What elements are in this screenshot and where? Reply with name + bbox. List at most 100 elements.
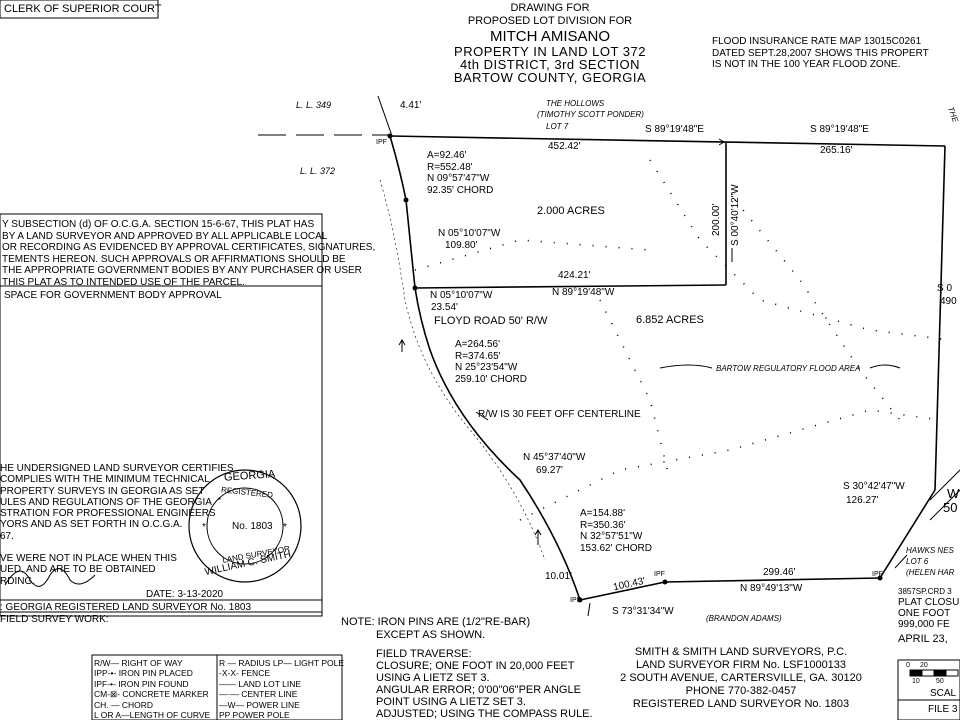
curve-3-radius: R=350.36' bbox=[580, 519, 626, 531]
curve-2-arc: A=264.56' bbox=[455, 339, 501, 350]
firm-line: SMITH & SMITH LAND SURVEYORS, P.C. bbox=[634, 646, 848, 658]
certify-line: HE UNDERSIGNED LAND SURVEYOR CERTIFIES bbox=[0, 463, 234, 474]
bearing-n-05-10-b: N 05°10'07"W bbox=[430, 290, 493, 301]
bearing-s-00-40: S 00°40'12"W bbox=[730, 184, 741, 246]
bearing-n-89-19: N 89°19'48"W bbox=[552, 287, 615, 298]
curve-2-bearing: N 25°23'54"W bbox=[455, 362, 518, 373]
traverse-line: ADJUSTED; USING THE COMPASS RULE. bbox=[376, 708, 593, 720]
legend-row: CM-⊠- CONCRETE MARKER—·— CENTER LINE bbox=[94, 689, 298, 700]
subsection-line: TEMENTS HEREON. SUCH APPROVALS OR AFFIRM… bbox=[2, 253, 346, 265]
hawks-lot-label: LOT 6 bbox=[906, 557, 929, 566]
east-dist: 490 bbox=[940, 296, 957, 307]
firm-line: 2 SOUTH AVENUE, CARTERSVILLE, GA. 30120 bbox=[620, 672, 862, 684]
bearing-top-1: S 89°19'48"E bbox=[645, 124, 704, 135]
dist-200: 200.00' bbox=[711, 203, 722, 237]
seal-number: No. 1803 bbox=[232, 521, 273, 532]
dim-4-41: 4.41' bbox=[400, 100, 422, 111]
east-bearing: S 0 bbox=[937, 283, 953, 294]
bearing-top-2: S 89°19'48"E bbox=[810, 124, 869, 135]
dist-10-01: 10.01' bbox=[545, 571, 572, 582]
svg-text:*: * bbox=[202, 522, 206, 533]
cert-registered: : GEORGIA REGISTERED LAND SURVEYOR No. 1… bbox=[0, 602, 252, 613]
iron-note-line: NOTE: IRON PINS ARE (1/2"RE-BAR) bbox=[341, 616, 531, 628]
subsection-line: THIS PLAT AS TO INTENDED USE OF THE PARC… bbox=[2, 276, 245, 288]
firm-line: LAND SURVEYOR FIRM No. LSF1000133 bbox=[635, 659, 847, 671]
dist-69-27: 69.27' bbox=[536, 465, 563, 476]
certify-line: VE WERE NOT IN PLACE WHEN THIS bbox=[0, 553, 177, 565]
subsection-line: THE APPROPRIATE GOVERNMENT BODIES BY ANY… bbox=[2, 265, 362, 276]
field-traverse-note: FIELD TRAVERSE: CLOSURE; ONE FOOT IN 20,… bbox=[376, 648, 593, 720]
traverse-line: USING A LIETZ SET 3. bbox=[376, 672, 490, 684]
ipf-label-4: IPF bbox=[872, 571, 883, 578]
firm-line: PHONE 770-382-0457 bbox=[685, 685, 797, 697]
flood-note-line: FLOOD INSURANCE RATE MAP 13015C0261 bbox=[712, 36, 922, 47]
certify-line: 67. bbox=[0, 530, 14, 542]
plat-closure-2: ONE FOOT bbox=[898, 608, 951, 619]
flood-note: FLOOD INSURANCE RATE MAP 13015C0261 DATE… bbox=[712, 36, 929, 71]
firm-line: REGISTERED LAND SURVEYOR No. 1803 bbox=[632, 698, 850, 710]
title-owner: MITCH AMISANO bbox=[489, 28, 610, 45]
scale-50: 50 bbox=[936, 678, 944, 685]
certify-line: ULES AND REGULATIONS OF THE GEORGIA bbox=[0, 496, 212, 508]
certify-line: UED, AND ARE TO BE OBTAINED bbox=[0, 564, 156, 576]
dist-265: 265.16' bbox=[820, 145, 853, 156]
ipf-label: IPF bbox=[376, 139, 387, 146]
cert-date: DATE: 3-13-2020 bbox=[146, 589, 224, 600]
traverse-line: FIELD TRAVERSE: bbox=[376, 648, 472, 660]
plat-closure: PLAT CLOSU bbox=[898, 597, 960, 608]
gov-approval-space: SPACE FOR GOVERNMENT BODY APPROVAL bbox=[4, 290, 222, 301]
certification-text: HE UNDERSIGNED LAND SURVEYOR CERTIFIES C… bbox=[0, 463, 234, 587]
title-line-5: 4th DISTRICT, 3rd SECTION bbox=[459, 57, 641, 72]
legend-row: IPP-•- IRON PIN PLACED-X-X- FENCE bbox=[94, 668, 270, 679]
traverse-line: ANGULAR ERROR; 0'00"06"PER ANGLE bbox=[376, 684, 581, 696]
acres-6852: 6.852 ACRES bbox=[636, 314, 704, 326]
edge-label-w: W bbox=[947, 486, 960, 501]
certify-line: STRATION FOR PROFESSIONAL ENGINEERS bbox=[0, 508, 216, 520]
iron-pin-note: NOTE: IRON PINS ARE (1/2"RE-BAR) EXCEPT … bbox=[341, 616, 530, 642]
curve-3-arc: A=154.88' bbox=[580, 508, 626, 519]
hollows-label: THE HOLLOWS bbox=[546, 99, 605, 108]
ipf-label-2: IPF bbox=[654, 571, 665, 578]
bearing-n-05-10-a: N 05°10'07"W bbox=[438, 228, 501, 239]
bearing-s-30-42: S 30°42'47"W bbox=[843, 481, 905, 492]
plat-info: 3857SP.CRD 3 PLAT CLOSU ONE FOOT 999,000… bbox=[898, 586, 959, 645]
certify-line: RDING. bbox=[0, 575, 35, 587]
edge-label-50: 50 bbox=[943, 500, 958, 515]
land-lot-349-label: L. L. 349 bbox=[296, 100, 332, 110]
dist-126-27: 126.27' bbox=[846, 495, 879, 506]
plat-file: 3857SP.CRD 3 bbox=[898, 587, 952, 596]
subsection-line: OR RECORDING AS EVIDENCED BY APPROVAL CE… bbox=[2, 242, 376, 253]
subsection-line: BY A LAND SURVEYOR AND APPROVED BY ALL A… bbox=[2, 230, 328, 242]
curve-1-arc: A=92.46' bbox=[427, 150, 467, 161]
curve-1-bearing: N 09°57'47"W bbox=[427, 173, 490, 184]
scale-label: SCAL bbox=[930, 688, 957, 699]
brandon-adams-label: (BRANDON ADAMS) bbox=[706, 614, 782, 623]
bearing-n-45-37: N 45°37'40"W bbox=[523, 452, 586, 463]
curve-1-radius: R=552.48' bbox=[427, 161, 473, 173]
flood-area-label: BARTOW REGULATORY FLOOD AREA bbox=[716, 364, 861, 373]
curve-1-chord: 92.35' CHORD bbox=[427, 184, 494, 196]
dist-424: 424.21' bbox=[558, 270, 591, 281]
ipf-label-3: IPF bbox=[570, 597, 581, 604]
certify-line: PROPERTY SURVEYS IN GEORGIA AS SET bbox=[0, 485, 205, 497]
dist-452: 452.42' bbox=[548, 141, 581, 152]
title-line-2: PROPOSED LOT DIVISION FOR bbox=[467, 15, 633, 27]
acres-2000: 2.000 ACRES bbox=[537, 205, 605, 217]
curve-2-radius: R=374.65' bbox=[455, 350, 501, 362]
scale-10: 10 bbox=[912, 678, 920, 685]
subsection-line: Y SUBSECTION (d) OF O.C.G.A. SECTION 15-… bbox=[2, 219, 315, 230]
svg-text:*: * bbox=[218, 496, 221, 505]
clerk-header: CLERK OF SUPERIOR COURT bbox=[4, 3, 162, 15]
file-label: FILE 3 bbox=[928, 704, 958, 715]
certify-line: YORS AND AS SET FORTH IN O.C.G.A. bbox=[0, 519, 183, 531]
legend-row: IPF-•- IRON PIN FOUND—— LAND LOT LINE bbox=[94, 678, 302, 689]
plat-closure-3: 999,000 FE bbox=[898, 619, 950, 630]
certify-line: COMPLIES WITH THE MINIMUM TECHNICAL bbox=[0, 474, 210, 486]
curve-2-chord: 259.10' CHORD bbox=[455, 373, 527, 385]
curve-3-bearing: N 32°57'51"W bbox=[580, 531, 643, 542]
rw-note: R/W IS 30 FEET OFF CENTERLINE bbox=[478, 409, 641, 420]
